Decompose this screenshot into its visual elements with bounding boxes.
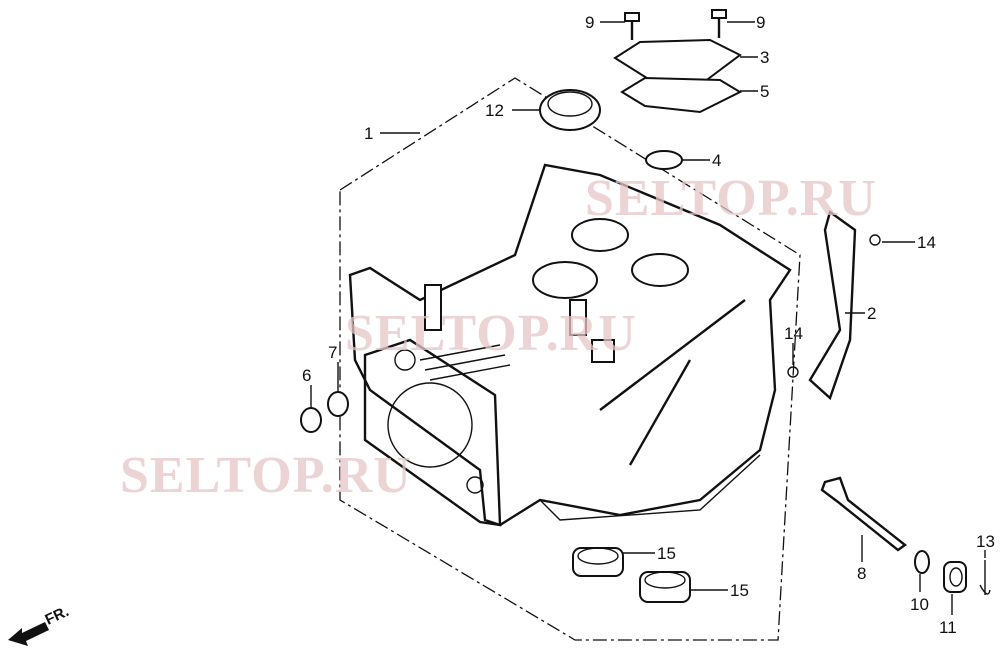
watermark-middle: SELTOP.RU (345, 305, 637, 362)
watermark-bottom: SELTOP.RU (120, 447, 412, 504)
bearing-15-lower (639, 571, 691, 603)
callout-15-lower: 15 (730, 581, 749, 600)
callout-2: 2 (867, 304, 876, 323)
gasket-5 (620, 76, 743, 114)
lever-8 (820, 476, 907, 552)
cylinder-head (348, 163, 792, 527)
bolt-9-left (624, 12, 640, 40)
oil-seal-12 (539, 89, 601, 131)
callout-6: 6 (302, 366, 311, 385)
seal-11 (943, 561, 967, 593)
callout-10: 10 (910, 595, 929, 614)
callout-1: 1 (364, 124, 373, 143)
clip-14-lower (787, 366, 799, 378)
clip-14-upper (869, 234, 881, 246)
front-direction-marker: FR. (8, 603, 72, 646)
callout-13: 13 (976, 532, 995, 551)
callout-9-right: 9 (756, 13, 765, 32)
callout-4: 4 (712, 151, 721, 170)
washer-10 (914, 550, 930, 574)
callout-5: 5 (760, 82, 769, 101)
callout-14-upper: 14 (917, 233, 936, 252)
watermark-top: SELTOP.RU (585, 170, 877, 227)
plug-7 (327, 391, 349, 417)
plug-6 (300, 407, 322, 433)
callout-7: 7 (328, 343, 337, 362)
callout-11: 11 (939, 618, 957, 637)
bolt-9-right (711, 9, 727, 38)
bearing-15-upper (572, 547, 624, 577)
assembly-boundary (339, 77, 801, 641)
callout-8: 8 (857, 564, 866, 583)
pin-13 (979, 560, 991, 595)
plug-4 (645, 150, 683, 170)
leader-lines (310, 21, 986, 615)
callout-3: 3 (760, 48, 769, 67)
front-arrow-icon (8, 622, 49, 646)
callout-9-left: 9 (585, 13, 594, 32)
callout-15-upper: 15 (657, 544, 676, 563)
breather-tube-2 (808, 210, 857, 401)
callout-14-lower: 14 (784, 324, 803, 343)
front-label: FR. (43, 603, 72, 629)
callout-12: 12 (485, 101, 504, 120)
